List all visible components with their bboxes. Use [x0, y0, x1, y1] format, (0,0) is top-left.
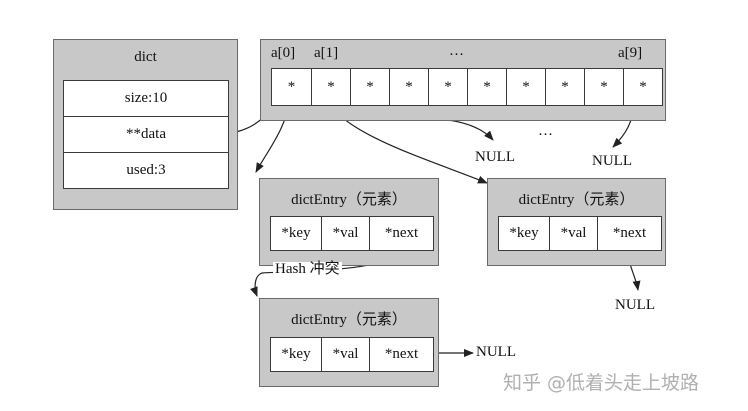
entry-field-next: *next — [598, 216, 662, 251]
dict-title: dict — [134, 49, 157, 65]
entry-field-key: *key — [270, 337, 322, 372]
watermark-text: 知乎 @低着头走上坡路 — [503, 372, 700, 394]
entry-field-val: *val — [322, 216, 370, 251]
dict-entry-title: dictEntry（元素） — [291, 192, 407, 208]
bucket-cell: * — [390, 68, 429, 106]
null-label-entry2: NULL — [615, 297, 655, 313]
hash-collision-label: Hash 冲突 — [273, 261, 342, 277]
index-label-ellipsis: … — [449, 43, 464, 59]
dict-entry-title: dictEntry（元素） — [518, 192, 635, 208]
entry-field-next: *next — [370, 337, 434, 372]
dict-entry-title: dictEntry（元素） — [291, 312, 407, 328]
entry-field-key: *key — [270, 216, 322, 251]
bucket-cell: * — [468, 68, 507, 106]
bucket-row: * * * * * * * * * * — [271, 68, 663, 106]
dict-entry-1: dictEntry（元素） *key *val *next — [259, 178, 439, 266]
entry-field-next: *next — [370, 216, 434, 251]
dict-entry-3: dictEntry（元素） *key *val *next — [259, 298, 439, 387]
hash-table-array: a[0] a[1] … a[9] * * * * * * * * * * — [260, 39, 666, 121]
entry-field-val: *val — [550, 216, 598, 251]
bucket-cell: * — [429, 68, 468, 106]
bucket-cell: * — [585, 68, 624, 106]
dict-entry-2: dictEntry（元素） *key *val *next — [487, 178, 666, 266]
bucket-cell: * — [624, 68, 663, 106]
dict-field-data: **data — [63, 116, 229, 153]
index-label-a0: a[0] — [271, 45, 296, 61]
bucket-cell: * — [271, 68, 312, 106]
dict-struct: dict size:10 **data used:3 — [53, 39, 238, 210]
null-label-entry3: NULL — [476, 344, 516, 360]
bucket-cell: * — [546, 68, 585, 106]
dict-entry-fields: *key *val *next — [270, 216, 434, 251]
null-label-a2: NULL — [475, 149, 515, 165]
table-gap-ellipsis: … — [538, 123, 553, 139]
entry-field-val: *val — [322, 337, 370, 372]
dict-entry-fields: *key *val *next — [270, 337, 434, 372]
dict-field-used: used:3 — [63, 152, 229, 189]
index-label-a1: a[1] — [314, 45, 339, 61]
bucket-cell: * — [351, 68, 390, 106]
entry-field-key: *key — [498, 216, 550, 251]
bucket-cell: * — [507, 68, 546, 106]
bucket-cell: * — [312, 68, 351, 106]
dict-field-size: size:10 — [63, 80, 229, 117]
dict-entry-fields: *key *val *next — [498, 216, 662, 251]
null-label-a9: NULL — [592, 153, 632, 169]
index-label-a9: a[9] — [618, 45, 643, 61]
